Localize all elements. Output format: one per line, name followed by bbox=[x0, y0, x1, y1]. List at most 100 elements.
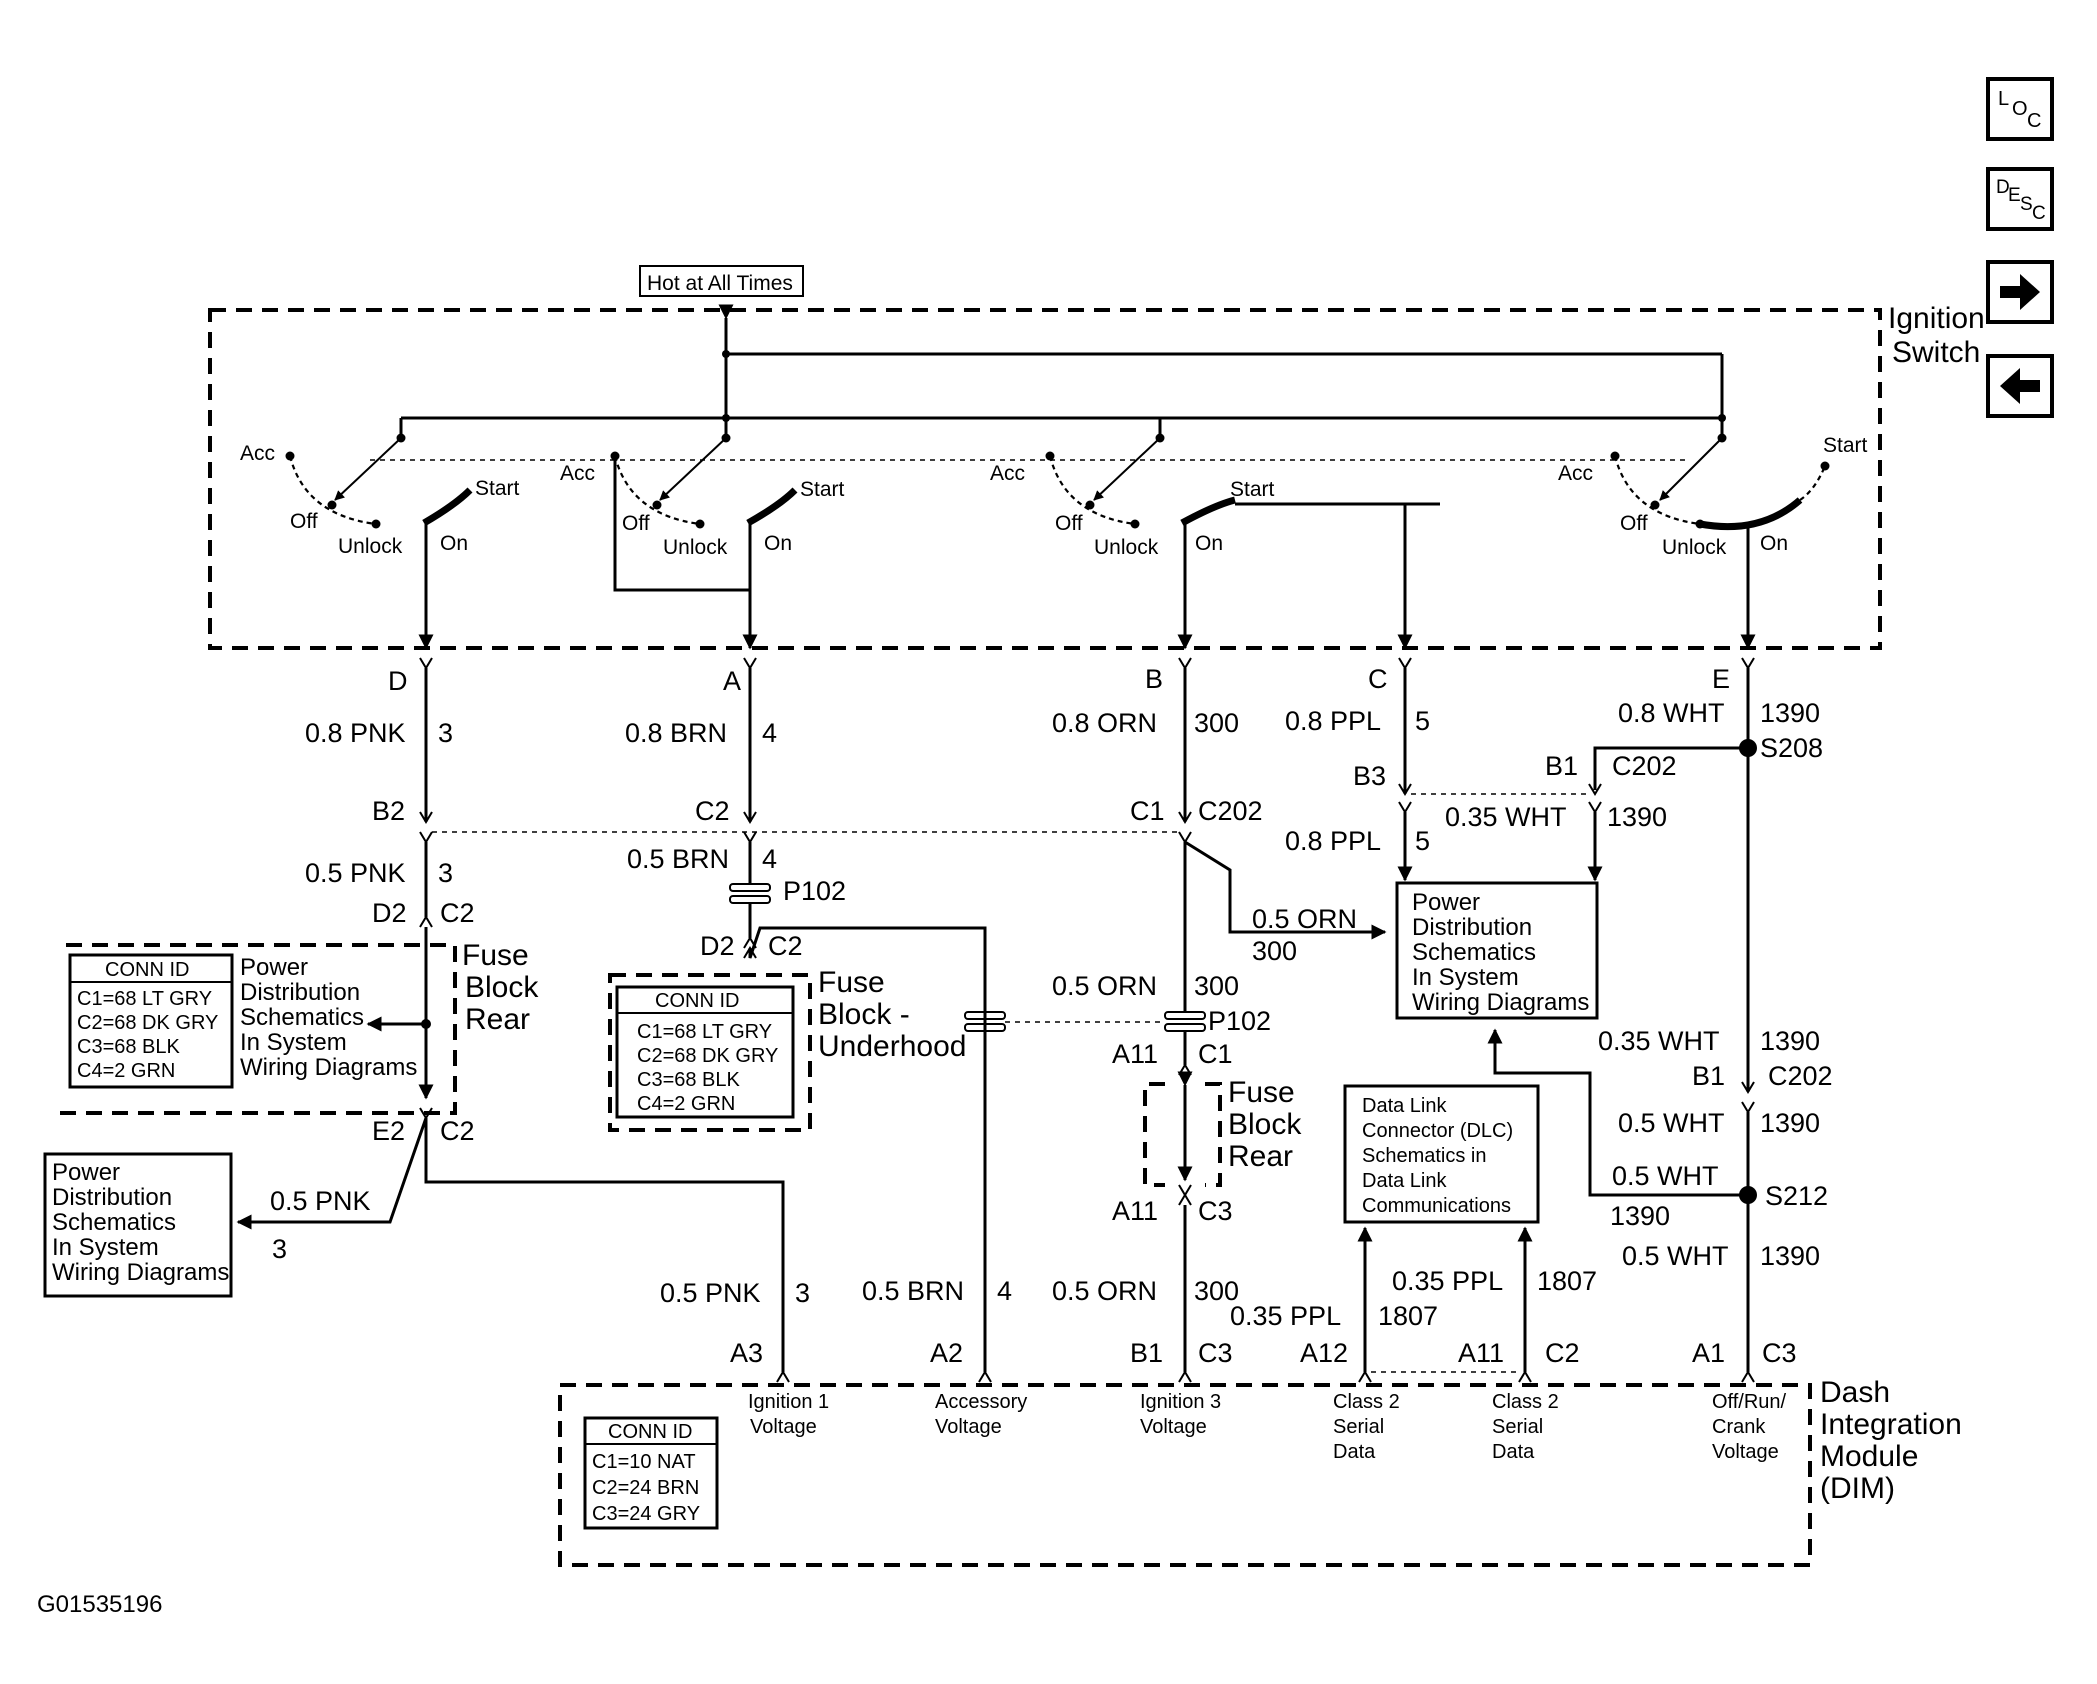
svg-text:Off: Off bbox=[622, 512, 650, 535]
svg-text:Data: Data bbox=[1333, 1441, 1376, 1463]
svg-text:C4=2 GRN: C4=2 GRN bbox=[77, 1060, 175, 1082]
fuse-block-rear-left: D2 C2 Fuse Block Rear Power Distribution… bbox=[60, 898, 539, 1146]
description-icon: D E S C bbox=[1996, 177, 2046, 224]
svg-text:1390: 1390 bbox=[1760, 1241, 1820, 1271]
svg-text:3: 3 bbox=[438, 858, 453, 888]
svg-text:In System: In System bbox=[1412, 964, 1519, 991]
svg-text:C: C bbox=[2032, 203, 2046, 224]
location-button[interactable]: L O C bbox=[1986, 77, 2054, 141]
svg-text:Rear: Rear bbox=[465, 1003, 530, 1036]
svg-text:Off: Off bbox=[1055, 512, 1083, 535]
svg-text:C3=68 BLK: C3=68 BLK bbox=[77, 1036, 181, 1058]
svg-text:300: 300 bbox=[1194, 971, 1239, 1001]
svg-text:A3: A3 bbox=[730, 1338, 763, 1368]
svg-text:5: 5 bbox=[1415, 826, 1430, 856]
svg-text:0.8 PPL: 0.8 PPL bbox=[1285, 706, 1381, 736]
orn-circuit-middle: 0.5 ORN 300 P102 A11 C1 Fuse Block Rear … bbox=[1052, 971, 1302, 1372]
circuit-c: C 0.8 PPL 5 B3 0.8 PPL 5 bbox=[1285, 657, 1430, 882]
svg-text:On: On bbox=[764, 532, 792, 555]
next-page-button[interactable] bbox=[1986, 260, 2054, 324]
svg-text:CONN ID: CONN ID bbox=[608, 1421, 692, 1443]
svg-text:Class 2: Class 2 bbox=[1333, 1391, 1400, 1413]
svg-text:Switch: Switch bbox=[1892, 336, 1980, 369]
svg-text:Acc: Acc bbox=[240, 442, 275, 465]
svg-text:3: 3 bbox=[438, 718, 453, 748]
svg-text:0.5 PNK: 0.5 PNK bbox=[305, 858, 406, 888]
svg-text:0.5 WHT: 0.5 WHT bbox=[1612, 1161, 1719, 1191]
lower-wire-labels: 0.5 PNK 3 0.5 BRN 4 0.5 ORN 300 0.35 PPL… bbox=[660, 1266, 1597, 1331]
arrow-left-icon bbox=[2000, 368, 2040, 404]
svg-text:Unlock: Unlock bbox=[1662, 536, 1727, 559]
description-button[interactable]: D E S C bbox=[1986, 167, 2054, 231]
svg-text:On: On bbox=[1760, 532, 1788, 555]
svg-text:A: A bbox=[723, 666, 741, 696]
svg-text:Accessory: Accessory bbox=[935, 1391, 1027, 1413]
svg-text:E: E bbox=[1712, 664, 1730, 694]
svg-text:Schematics in: Schematics in bbox=[1362, 1145, 1487, 1167]
conn-id-table-dim bbox=[583, 1416, 719, 1530]
svg-text:0.8 PPL: 0.8 PPL bbox=[1285, 826, 1381, 856]
circuit-e: E 0.8 WHT 1390 S208 B1 C202 0.35 WHT 139… bbox=[1445, 657, 1823, 1092]
svg-text:Data: Data bbox=[1492, 1441, 1535, 1463]
svg-text:S: S bbox=[2020, 194, 2033, 215]
svg-text:1390: 1390 bbox=[1760, 1108, 1820, 1138]
svg-text:C202: C202 bbox=[1198, 796, 1263, 826]
svg-text:4: 4 bbox=[762, 844, 777, 874]
svg-text:B1: B1 bbox=[1545, 751, 1578, 781]
hot-at-all-times-box bbox=[639, 265, 804, 297]
svg-text:In System: In System bbox=[52, 1234, 159, 1261]
svg-text:Module: Module bbox=[1820, 1440, 1918, 1473]
svg-text:3: 3 bbox=[272, 1234, 287, 1264]
data-link-connector-box: Data Link Connector (DLC) Schematics in … bbox=[1343, 1084, 1540, 1372]
svg-text:1390: 1390 bbox=[1760, 1026, 1820, 1056]
svg-text:C1=10 NAT: C1=10 NAT bbox=[592, 1451, 696, 1473]
svg-text:P102: P102 bbox=[1208, 1006, 1271, 1036]
svg-text:B1: B1 bbox=[1692, 1061, 1725, 1091]
svg-text:Wiring Diagrams: Wiring Diagrams bbox=[1412, 989, 1589, 1016]
svg-text:C3=68 BLK: C3=68 BLK bbox=[637, 1069, 741, 1091]
svg-text:Communications: Communications bbox=[1362, 1195, 1511, 1217]
svg-text:Serial: Serial bbox=[1492, 1416, 1543, 1438]
circuit-a: A 0.8 BRN 4 C2 0.5 BRN 4 P102 bbox=[625, 657, 846, 949]
svg-text:C1=68 LT GRY: C1=68 LT GRY bbox=[77, 988, 212, 1010]
svg-text:Integration: Integration bbox=[1820, 1408, 1962, 1441]
switch-section-1: Acc Off Unlock On Start bbox=[240, 433, 520, 648]
svg-text:Fuse: Fuse bbox=[1228, 1076, 1295, 1109]
svg-text:CONN ID: CONN ID bbox=[655, 990, 739, 1012]
svg-text:Off/Run/: Off/Run/ bbox=[1712, 1391, 1787, 1413]
svg-text:0.8 ORN: 0.8 ORN bbox=[1052, 708, 1157, 738]
power-distribution-center-box: Power Distribution Schematics In System … bbox=[1395, 881, 1599, 1020]
svg-text:S208: S208 bbox=[1760, 733, 1823, 763]
svg-text:Off: Off bbox=[1620, 512, 1648, 535]
svg-text:0.5 WHT: 0.5 WHT bbox=[1622, 1241, 1729, 1271]
svg-text:0.5 ORN: 0.5 ORN bbox=[1052, 1276, 1157, 1306]
svg-text:Schematics: Schematics bbox=[240, 1004, 364, 1031]
svg-text:C2=68 DK GRY: C2=68 DK GRY bbox=[637, 1045, 778, 1067]
svg-text:O: O bbox=[2012, 98, 2028, 120]
svg-text:Voltage: Voltage bbox=[935, 1416, 1002, 1438]
svg-text:C4=2 GRN: C4=2 GRN bbox=[637, 1093, 735, 1115]
svg-text:C3: C3 bbox=[1198, 1338, 1233, 1368]
svg-text:3: 3 bbox=[795, 1278, 810, 1308]
svg-text:4: 4 bbox=[762, 718, 777, 748]
circuit-d: D 0.8 PNK 3 B2 0.5 PNK 3 bbox=[305, 657, 453, 928]
svg-text:0.5 BRN: 0.5 BRN bbox=[627, 844, 729, 874]
svg-text:Voltage: Voltage bbox=[1712, 1441, 1779, 1463]
svg-text:Data Link: Data Link bbox=[1362, 1170, 1447, 1192]
svg-text:Dash: Dash bbox=[1820, 1376, 1890, 1409]
svg-text:1807: 1807 bbox=[1378, 1301, 1438, 1331]
svg-text:0.35 WHT: 0.35 WHT bbox=[1445, 802, 1567, 832]
svg-text:C202: C202 bbox=[1768, 1061, 1833, 1091]
svg-text:Start: Start bbox=[800, 478, 845, 501]
svg-text:C3=24 GRY: C3=24 GRY bbox=[592, 1503, 700, 1525]
svg-text:Rear: Rear bbox=[1228, 1140, 1293, 1173]
switch-section-3: Acc Off Unlock On Start bbox=[990, 433, 1440, 648]
svg-text:C2: C2 bbox=[440, 898, 475, 928]
previous-page-button[interactable] bbox=[1986, 354, 2054, 418]
svg-text:Unlock: Unlock bbox=[1094, 536, 1159, 559]
svg-text:Block: Block bbox=[465, 971, 539, 1004]
svg-text:Start: Start bbox=[475, 477, 520, 500]
switch-section-2: Acc Off Unlock On Start bbox=[560, 433, 845, 648]
circuit-b: B 0.8 ORN 300 C1 C202 0.5 ORN 300 bbox=[1052, 657, 1387, 1012]
